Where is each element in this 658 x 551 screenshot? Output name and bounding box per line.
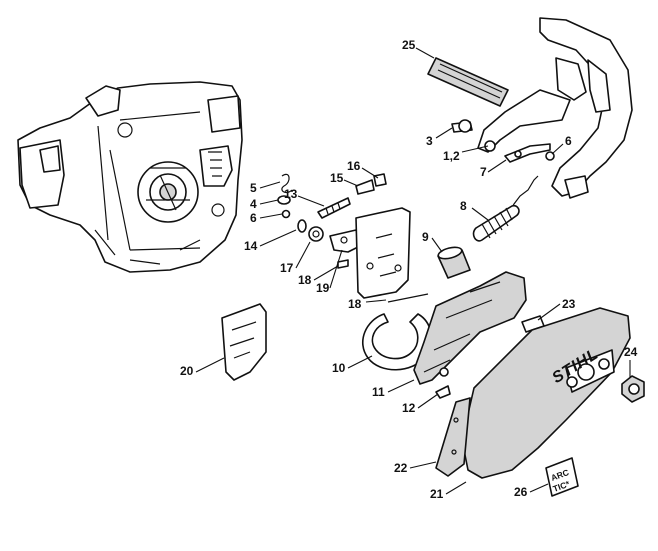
callout-14: 14 bbox=[244, 239, 258, 253]
clip-part-16 bbox=[373, 173, 387, 187]
callout-15: 15 bbox=[330, 171, 344, 185]
decal-part-26 bbox=[545, 457, 579, 497]
callout-21: 21 bbox=[430, 487, 444, 501]
callout-10: 10 bbox=[332, 361, 346, 375]
callout-12: 12 bbox=[402, 401, 416, 415]
callout-5: 5 bbox=[250, 181, 257, 195]
bracket-part-15 bbox=[355, 179, 375, 195]
grip-cover-part-25 bbox=[427, 57, 509, 107]
washer-part-18b bbox=[387, 293, 429, 303]
sleeve-part-9 bbox=[437, 246, 471, 279]
clip-part-6b bbox=[281, 209, 291, 219]
callout-23: 23 bbox=[562, 297, 576, 311]
callout-7: 7 bbox=[480, 165, 487, 179]
screw-part-12 bbox=[435, 385, 451, 399]
callout-6-top: 6 bbox=[565, 134, 572, 148]
o-ring-part-14 bbox=[297, 219, 307, 233]
cover-plate-part-19 bbox=[329, 229, 361, 253]
lever-part-7 bbox=[504, 143, 551, 163]
callout-numbers: 25 3 1,2 6 7 16 5 15 4 13 6 8 14 9 17 18… bbox=[180, 38, 638, 501]
callout-26: 26 bbox=[514, 485, 528, 499]
callout-6-mid: 6 bbox=[250, 211, 257, 225]
screw-part-3 bbox=[451, 119, 473, 133]
nut-part-24 bbox=[621, 375, 645, 403]
spring-part-8 bbox=[472, 175, 539, 242]
guide-plate-part-18 bbox=[355, 207, 411, 299]
screw-part-18a bbox=[337, 259, 349, 269]
callout-1-2: 1,2 bbox=[443, 149, 460, 163]
callout-20: 20 bbox=[180, 364, 194, 378]
callout-9: 9 bbox=[422, 230, 429, 244]
thrust-plate-part-17 bbox=[308, 226, 324, 242]
callout-19: 19 bbox=[316, 281, 330, 295]
callout-18-left: 18 bbox=[298, 273, 312, 287]
callout-4: 4 bbox=[250, 197, 257, 211]
leader-lines bbox=[195, 47, 631, 495]
callout-24: 24 bbox=[624, 345, 638, 359]
adjusting-screw-part-13 bbox=[317, 197, 351, 219]
callout-3: 3 bbox=[426, 134, 433, 148]
chain-tensioner-plate-part-22 bbox=[435, 397, 471, 477]
sprocket-cover-part-21 bbox=[461, 307, 631, 479]
callout-16: 16 bbox=[347, 159, 361, 173]
callout-17: 17 bbox=[280, 261, 294, 275]
hand-guard bbox=[477, 17, 633, 199]
callout-11: 11 bbox=[372, 385, 385, 399]
callout-13: 13 bbox=[284, 187, 298, 201]
cover-plate-part-20 bbox=[221, 303, 267, 381]
chain-guide-part-11 bbox=[413, 271, 527, 385]
engine-housing bbox=[17, 81, 243, 273]
callout-22: 22 bbox=[394, 461, 408, 475]
callout-8: 8 bbox=[460, 199, 467, 213]
callout-25: 25 bbox=[402, 38, 416, 52]
callout-18-lower: 18 bbox=[348, 297, 362, 311]
spring-part-5 bbox=[281, 173, 293, 194]
